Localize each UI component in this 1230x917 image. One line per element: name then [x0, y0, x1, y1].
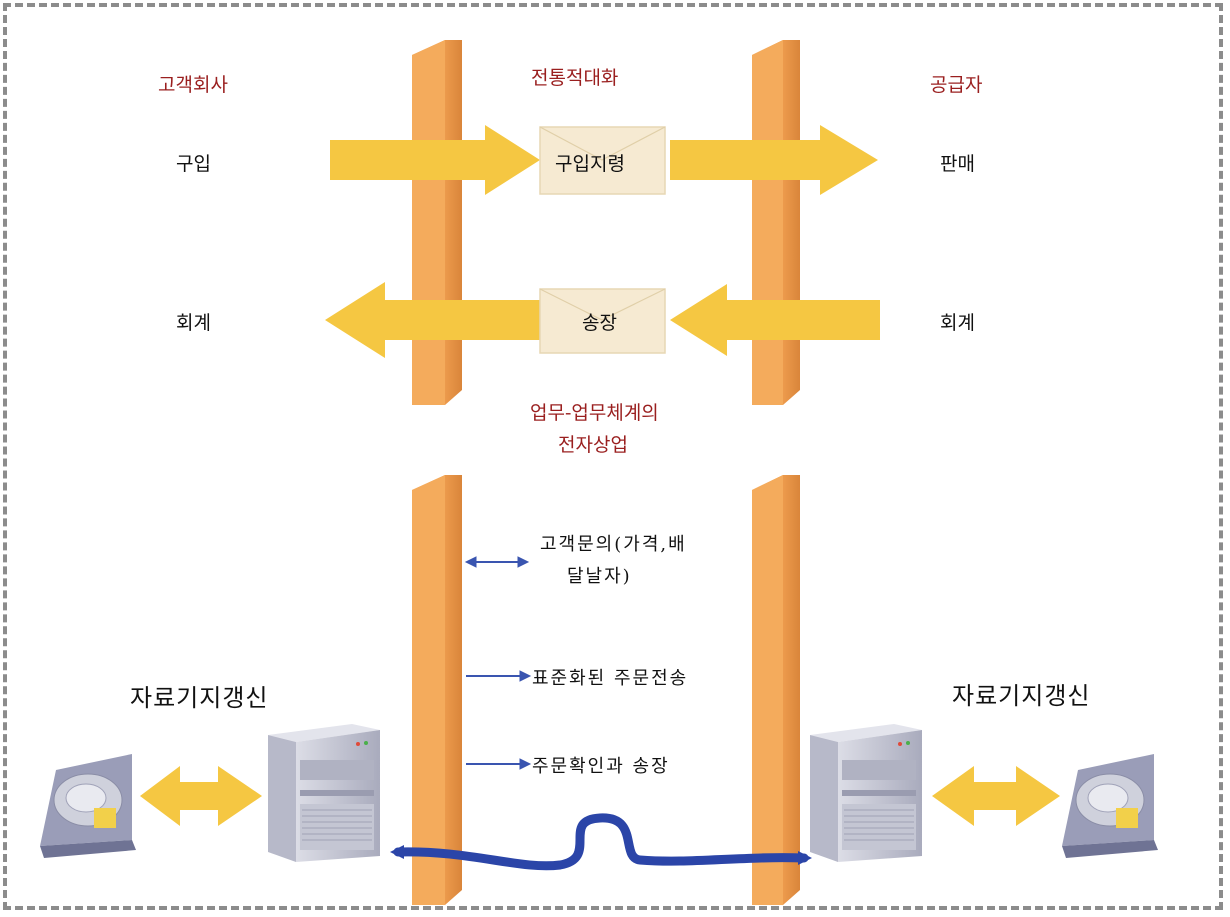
server-icon-left	[268, 724, 380, 862]
double-arrow-right-db	[932, 766, 1060, 826]
b2b-ecommerce-heading-line1: 업무-업무체계의	[530, 402, 659, 424]
hard-disk-icon-right	[1062, 754, 1158, 858]
order-send-label: 표준화된 주문전송	[532, 668, 689, 689]
sales-label: 판매	[940, 153, 975, 175]
inquiry-label-line2: 달날자)	[567, 566, 632, 587]
firewall-wall-top-right	[752, 40, 800, 405]
arrow-invoice-to-accounting	[325, 282, 540, 358]
network-link	[390, 813, 812, 871]
traditional-exchange-heading: 전통적대화	[531, 67, 619, 89]
dashed-frame	[3, 3, 1223, 910]
server-icon-right	[810, 724, 922, 862]
arrow-purchase-to-order	[330, 125, 540, 195]
b2b-ecommerce-heading-line2: 전자상업	[558, 434, 628, 456]
db-update-left-label: 자료기지갱신	[130, 684, 269, 712]
inquiry-label-line1: 고객문의(가격,배	[540, 534, 687, 555]
inquiry-double-arrow-icon	[464, 556, 530, 568]
double-arrow-left-db	[140, 766, 262, 826]
hard-disk-icon-left	[40, 754, 136, 858]
envelope-order	[539, 126, 666, 195]
arrow-order-to-sales	[670, 125, 878, 195]
firewall-wall-bottom-left	[412, 475, 462, 905]
customer-company-heading: 고객회사	[158, 74, 228, 96]
supplier-heading: 공급자	[930, 74, 983, 96]
db-update-right-label: 자료기지갱신	[952, 682, 1091, 710]
arrow-supplier-accounting-to-invoice	[670, 284, 880, 356]
confirm-arrow-icon	[466, 758, 532, 770]
order-confirm-label: 주문확인과 송장	[532, 756, 670, 777]
purchase-label: 구입	[176, 153, 211, 175]
customer-accounting-label: 회계	[176, 312, 211, 334]
firewall-wall-bottom-right	[752, 475, 800, 905]
order-send-arrow-icon	[466, 670, 532, 682]
envelope-invoice	[539, 288, 666, 354]
firewall-wall-top-left	[412, 40, 462, 405]
purchase-order-label: 구입지령	[555, 153, 625, 175]
invoice-label: 송장	[582, 312, 617, 334]
supplier-accounting-label: 회계	[940, 312, 975, 334]
